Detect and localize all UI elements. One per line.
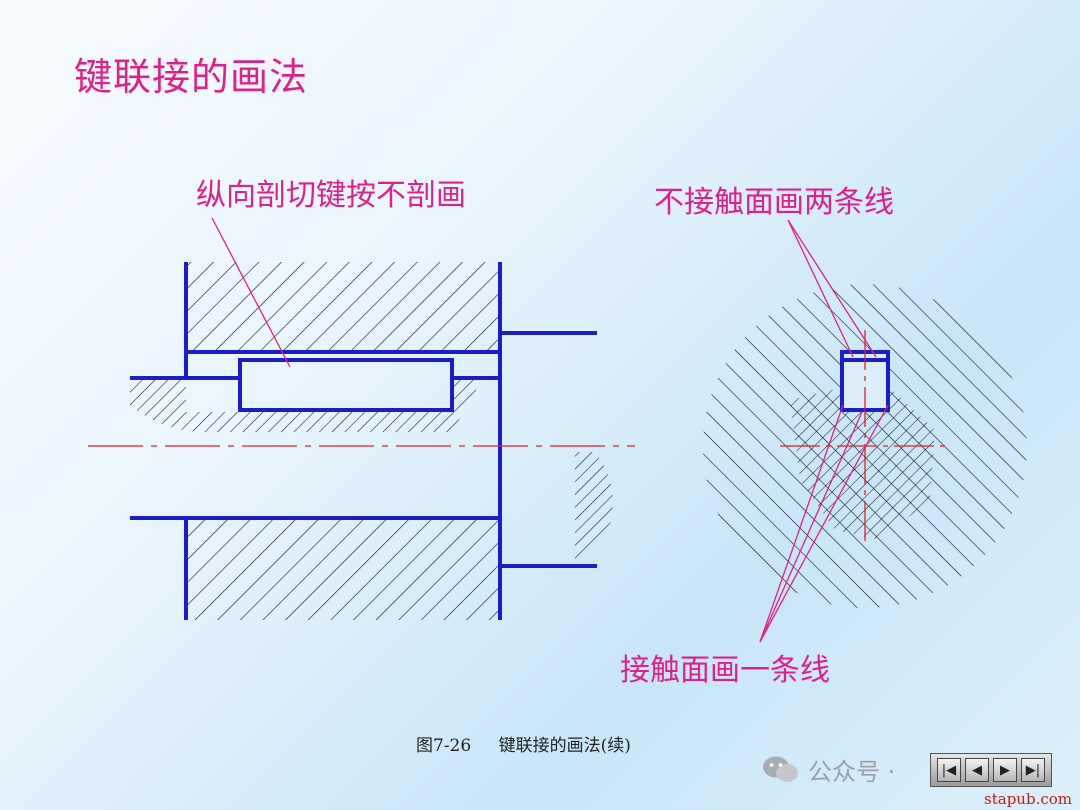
label-contact-surface: 接触面画一条线: [620, 653, 830, 688]
next-slide-button[interactable]: ▶: [993, 758, 1017, 782]
last-slide-button[interactable]: ▶|: [1021, 758, 1045, 782]
shaft-keyway-hatch: [240, 378, 476, 432]
figure-number: 图7-26: [416, 736, 472, 756]
slide-navigation: |◀ ◀ ▶ ▶|: [930, 753, 1052, 787]
watermark-text: 公众号 ·: [808, 758, 896, 786]
cross-section-view: [703, 219, 1027, 643]
leader-longitudinal: [211, 217, 291, 368]
shaft-break-upper: [130, 378, 240, 432]
first-slide-button[interactable]: |◀: [937, 758, 961, 782]
hub-upper-section: [186, 262, 500, 352]
label-longitudinal-section: 纵向剖切键按不剖画: [196, 178, 466, 213]
label-non-contact-surface: 不接触面画两条线: [654, 185, 894, 220]
shaft-cross-section: [790, 388, 935, 540]
longitudinal-view: [88, 217, 635, 620]
watermark: 公众号 ·: [762, 752, 895, 787]
previous-slide-button[interactable]: ◀: [965, 758, 989, 782]
wechat-icon: [762, 755, 800, 785]
site-url: stapub.com: [984, 790, 1072, 808]
hub-lower-section: [186, 518, 500, 620]
key-longitudinal: [238, 358, 454, 412]
figure-title: 键联接的画法(续): [498, 736, 631, 756]
slide-title: 键联接的画法: [74, 55, 309, 99]
shaft-break-lower: [575, 452, 613, 560]
figure-caption: 图7-26 键联接的画法(续): [416, 731, 653, 756]
